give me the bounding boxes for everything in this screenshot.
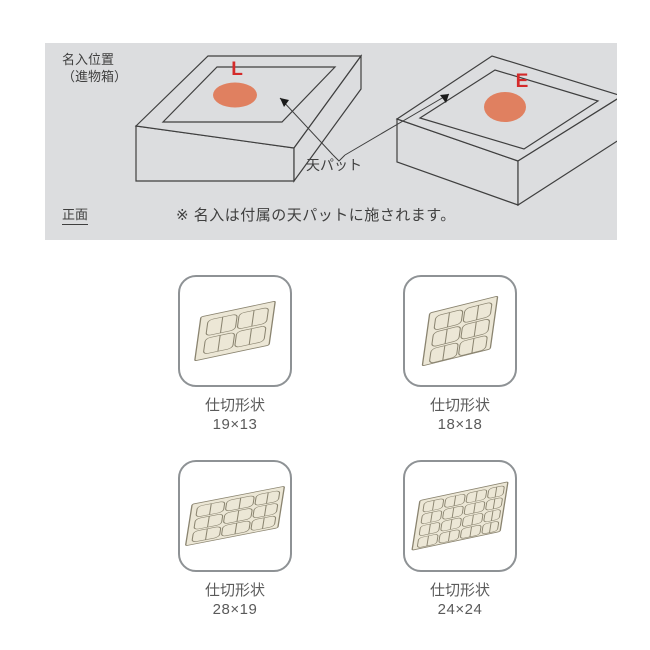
tray-caption: 仕切形状 18×18 — [355, 396, 565, 434]
tray-variant-24x24[interactable]: 仕切形状 24×24 — [355, 460, 565, 619]
tray-caption-dimensions: 19×13 — [212, 416, 258, 433]
long-box-side-face — [293, 54, 362, 183]
imprint-position-heading: 名入位置 （進物箱） — [62, 51, 127, 85]
tray-caption-line1: 仕切形状 — [429, 582, 490, 599]
tray-thumbnail-frame[interactable] — [178, 275, 292, 387]
tray-caption: 仕切形状 28×19 — [130, 581, 340, 619]
pad-callout-label: 天パット — [306, 157, 362, 173]
gift-box-isometric-diagram: L E — [134, 54, 617, 207]
tray-caption-dimensions: 28×19 — [212, 601, 258, 618]
square-box-side-face — [517, 98, 617, 207]
tray-caption: 仕切形状 19×13 — [130, 396, 340, 434]
tray-caption-dimensions: 18×18 — [437, 416, 483, 433]
square-gift-box-illustration: E — [395, 55, 617, 207]
imprint-note: ※ 名入は付属の天パットに施されます。 — [176, 207, 456, 224]
tray-thumbnail-frame[interactable] — [403, 460, 517, 572]
tray-variant-19x13[interactable]: 仕切形状 19×13 — [130, 275, 340, 434]
tray-illustration-28x19 — [185, 486, 285, 546]
tray-caption-line1: 仕切形状 — [429, 397, 490, 414]
front-side-label: 正面 — [62, 206, 89, 225]
tray-caption-line1: 仕切形状 — [204, 582, 265, 599]
long-box-imprint-letter: L — [231, 59, 243, 80]
tray-illustration-18x18 — [421, 295, 499, 367]
imprint-position-heading-line1: 名入位置 — [62, 52, 115, 67]
tray-caption-dimensions: 24×24 — [437, 601, 483, 618]
square-box-top-pad-outline — [418, 69, 600, 150]
tray-caption-line1: 仕切形状 — [204, 397, 265, 414]
tray-illustration-19x13 — [194, 300, 276, 362]
tray-variant-18x18[interactable]: 仕切形状 18×18 — [355, 275, 565, 434]
long-box-top-pad-outline — [161, 66, 337, 123]
imprint-position-diagram-panel: L E 名入位置 — [45, 43, 617, 240]
long-box-imprint-area — [213, 82, 257, 108]
pad-callout-leaders — [279, 93, 450, 162]
square-box-imprint-letter: E — [516, 71, 529, 92]
tray-caption: 仕切形状 24×24 — [355, 581, 565, 619]
tray-variant-28x19[interactable]: 仕切形状 28×19 — [130, 460, 340, 619]
tray-thumbnail-frame[interactable] — [178, 460, 292, 572]
square-box-imprint-area — [484, 92, 526, 122]
imprint-position-heading-line2: （進物箱） — [62, 69, 128, 84]
tray-illustration-24x24 — [411, 481, 509, 551]
tray-thumbnail-frame[interactable] — [403, 275, 517, 387]
tray-variant-grid: 仕切形状 19×13 仕切形状 — [0, 275, 650, 650]
